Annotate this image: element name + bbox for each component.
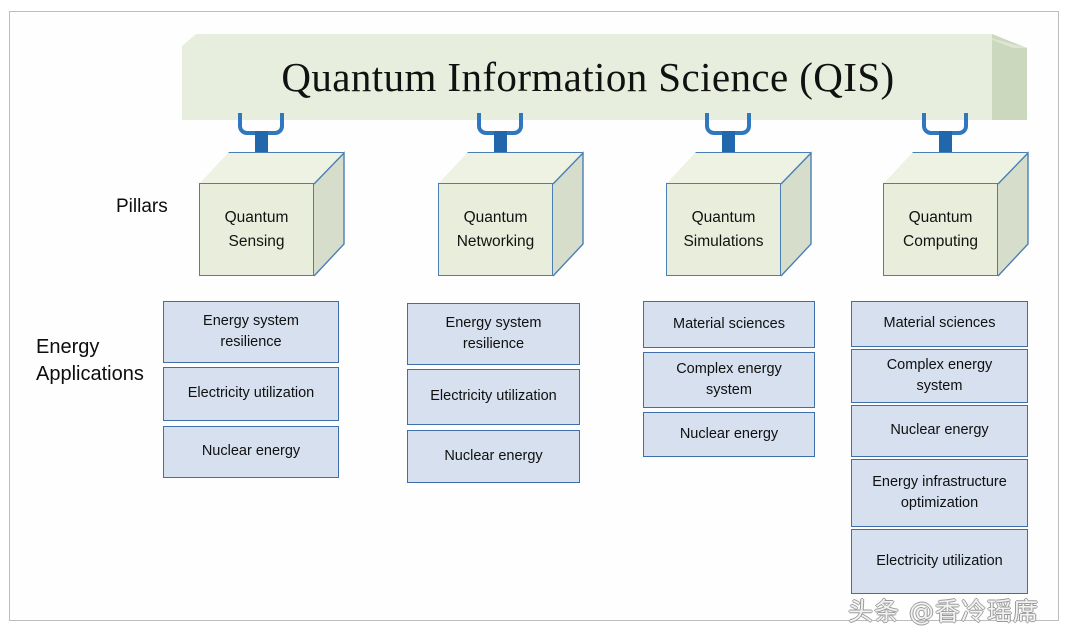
app-line1: Electricity utilization (430, 388, 557, 405)
app-line2: resilience (462, 336, 525, 352)
pillar-label: Quantum Computing (883, 183, 998, 276)
pillar-label-line1: Quantum (463, 209, 528, 227)
application-box[interactable]: Nuclear energy (163, 426, 339, 478)
application-box[interactable]: Complex energy system (851, 349, 1028, 403)
row-label-energy-line2: Applications (36, 363, 144, 385)
application-box[interactable]: Electricity utilization (163, 367, 339, 421)
application-box-text: Energy system resilience (203, 311, 299, 353)
application-box[interactable]: Energy infrastructure optimization (851, 459, 1028, 527)
app-line1: Electricity utilization (187, 385, 315, 402)
application-box[interactable]: Electricity utilization (407, 369, 580, 425)
pillar-label-line1: Quantum (691, 209, 756, 227)
app-line1: Nuclear energy (890, 422, 989, 439)
pillar-label-line1: Quantum (224, 209, 289, 227)
app-line1: Energy system (203, 312, 299, 329)
cube-front-face (199, 183, 314, 276)
pillar-label: Quantum Simulations (666, 183, 781, 276)
application-box[interactable]: Energy system resilience (407, 303, 580, 365)
app-line1: Complex energy (676, 360, 782, 377)
app-line1: Material sciences (672, 315, 785, 332)
application-box-text: Electricity utilization (430, 386, 557, 407)
app-line2: system (706, 382, 752, 398)
cube-edge-lines (997, 151, 1029, 277)
pillar-label-line2: Sensing (228, 232, 285, 250)
application-box-text: Complex energy system (887, 355, 993, 397)
pillar-label-line1: Quantum (908, 209, 973, 227)
qis-title-block: Quantum Information Science (QIS) (182, 34, 1027, 120)
cube-edge-lines (552, 151, 584, 277)
row-label-energy-applications: Energy Applications (36, 334, 176, 388)
application-box[interactable]: Nuclear energy (643, 412, 815, 457)
application-box-text: Electricity utilization (188, 383, 315, 404)
app-line1: Energy infrastructure (872, 473, 1007, 490)
app-line1: Nuclear energy (444, 447, 543, 464)
application-box-text: Material sciences (673, 314, 785, 335)
app-line2: optimization (900, 495, 979, 511)
row-label-pillars: Pillars (116, 196, 168, 217)
app-line1: Energy system (445, 314, 542, 331)
cube-front-face (666, 183, 781, 276)
application-box-text: Nuclear energy (680, 424, 778, 445)
application-box-text: Material sciences (883, 313, 995, 334)
app-line1: Nuclear energy (679, 425, 779, 442)
row-label-energy-line1: Energy (36, 336, 100, 358)
app-line2: system (916, 378, 963, 394)
pillar-label-line2: Simulations (683, 232, 764, 250)
application-box[interactable]: Electricity utilization (851, 529, 1028, 594)
pillar-label: Quantum Networking (438, 183, 553, 276)
application-box[interactable]: Nuclear energy (407, 430, 580, 483)
page-title: Quantum Information Science (QIS) (281, 54, 895, 100)
title-block-side-face (992, 34, 1027, 120)
application-box[interactable]: Nuclear energy (851, 405, 1028, 457)
cube-front-face (883, 183, 998, 276)
application-box-text: Nuclear energy (202, 441, 300, 462)
app-line2: resilience (220, 334, 282, 350)
application-box-text: Energy infrastructure optimization (872, 472, 1007, 514)
cube-edge-lines (313, 151, 345, 277)
application-box-text: Electricity utilization (876, 551, 1003, 572)
pillar-label: Quantum Sensing (199, 183, 314, 276)
cube-edge-lines (780, 151, 812, 277)
app-line1: Nuclear energy (201, 443, 301, 460)
app-line1: Complex energy (886, 356, 993, 373)
application-box-text: Nuclear energy (444, 446, 542, 467)
application-box-text: Complex energy system (676, 359, 782, 401)
application-box[interactable]: Complex energy system (643, 352, 815, 408)
application-box[interactable]: Material sciences (643, 301, 815, 348)
application-box-text: Energy system resilience (446, 313, 542, 355)
pillar-label-line2: Computing (903, 232, 978, 250)
title-block-front-face (182, 34, 992, 120)
application-box-text: Nuclear energy (890, 420, 988, 441)
app-line1: Electricity utilization (876, 552, 1003, 569)
cube-front-face (438, 183, 553, 276)
pillar-label-line2: Networking (456, 232, 535, 250)
application-box[interactable]: Energy system resilience (163, 301, 339, 363)
app-line1: Material sciences (883, 315, 996, 332)
application-box[interactable]: Material sciences (851, 301, 1028, 347)
